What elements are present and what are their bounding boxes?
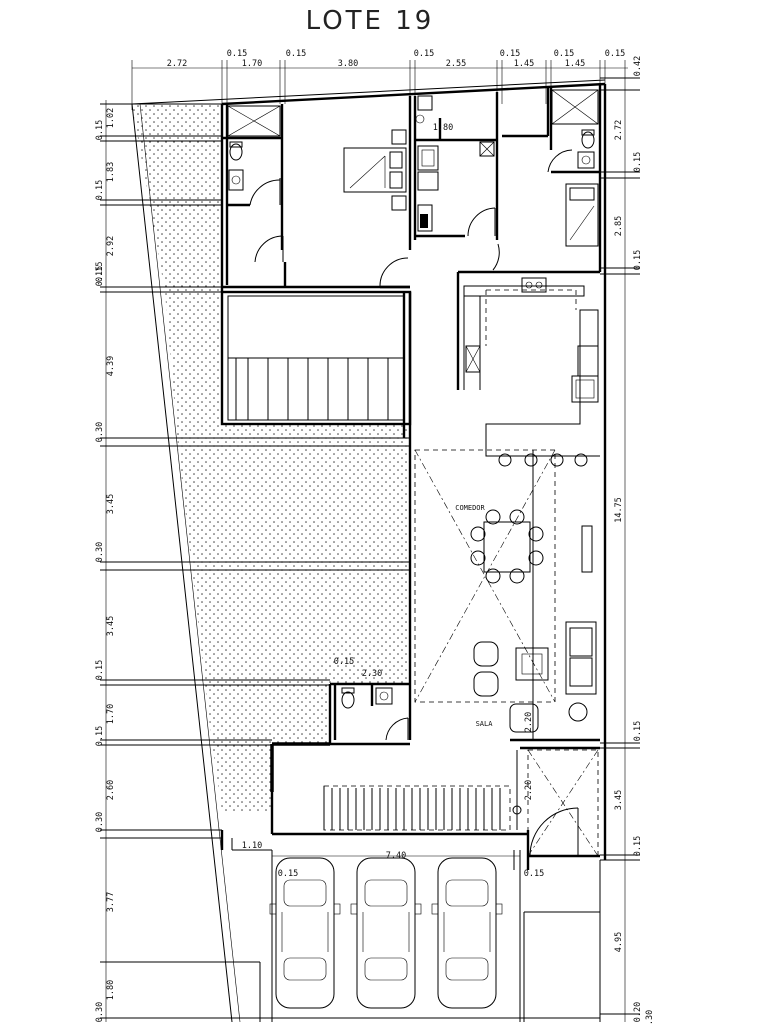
dim-inner-9: 2.20	[524, 780, 534, 800]
dim-inner-2: 0.15	[334, 657, 354, 667]
car-3	[431, 857, 503, 1009]
dim-left-20: 1.80	[106, 980, 116, 1000]
dim-inner-7: 0.15	[278, 869, 298, 879]
dim-left-5: 0.15	[95, 266, 105, 286]
dim-left-4: 1.83	[106, 162, 116, 182]
dim-top-9: 1.45	[514, 59, 534, 69]
dim-top-12: 0.15	[605, 49, 625, 59]
dim-inner-4: 2.20	[524, 712, 534, 732]
dim-top-2: 0.15	[227, 49, 247, 59]
dim-left-7: 0.15	[95, 262, 105, 282]
bed-secondary	[565, 183, 599, 247]
dim-left-10: 3.45	[106, 494, 116, 514]
garage	[118, 830, 601, 1022]
dim-right-5: 0.15	[633, 250, 643, 270]
dim-left-12: 3.45	[106, 616, 116, 636]
dim-left-1: 0.15	[95, 120, 105, 140]
dim-left-19: 0.30	[95, 1002, 105, 1022]
dim-left-18: 3.77	[106, 892, 116, 912]
dim-right-4: 2.85	[614, 216, 624, 236]
shower-right	[551, 89, 599, 125]
dimension-top	[131, 60, 628, 110]
dim-right-11: 0.20	[633, 1002, 643, 1022]
dim-right-7: 0.15	[633, 721, 643, 741]
dim-left-17: 0.30	[95, 812, 105, 832]
dim-top-11: 1.45	[565, 59, 585, 69]
dim-top-10: 0.15	[554, 49, 574, 59]
shower-left	[227, 105, 281, 137]
dim-top-4: 0.15	[286, 49, 306, 59]
dim-left-8: 4.39	[106, 356, 116, 376]
living-dining	[414, 449, 600, 742]
dim-right-10: 4.95	[614, 932, 624, 952]
dim-left-6: 2.92	[106, 236, 116, 256]
dimension-right	[600, 60, 640, 1022]
plan-title: LOTE 19	[306, 6, 435, 36]
dim-top-1: 2.72	[167, 59, 187, 69]
dim-left-14: 1.70	[106, 704, 116, 724]
dim-right-2: 2.72	[614, 120, 624, 140]
dim-left-3: 0.15	[95, 180, 105, 200]
dim-right-3: 0.15	[633, 152, 643, 172]
room-label-sala: SALA	[476, 720, 494, 728]
room-label-comedor: COMEDOR	[455, 504, 485, 512]
dim-left-16: 2.60	[106, 780, 116, 800]
dim-left-15: 0.15	[95, 726, 105, 746]
dim-left-13: 0.15	[95, 660, 105, 680]
dim-right-6: 14.75	[614, 497, 624, 523]
dim-top-3: 1.70	[242, 59, 262, 69]
dim-left-9: 0.30	[95, 422, 105, 442]
dim-top-7: 2.55	[446, 59, 466, 69]
kitchen	[456, 272, 600, 467]
dim-top-5: 3.80	[338, 59, 358, 69]
door-swings-upper	[249, 149, 573, 288]
closet-fixtures	[417, 141, 495, 232]
stair-lower	[270, 742, 600, 870]
garden-area	[132, 104, 410, 812]
dim-inner-8: 0.15	[524, 869, 544, 879]
dim-inner-6: 7.40	[386, 851, 406, 861]
car-1	[269, 857, 341, 1009]
dim-left-11: 0.30	[95, 542, 105, 562]
stair-upper	[220, 290, 412, 740]
dim-inner-3: 2.30	[362, 669, 382, 679]
bed-master	[343, 129, 407, 211]
dim-right-9: 0.15	[633, 836, 643, 856]
dim-top-6: 0.15	[414, 49, 434, 59]
upper-walls	[220, 82, 607, 860]
dim-inner-5: 1.10	[242, 841, 262, 851]
dim-right-8: 3.45	[614, 790, 624, 810]
dim-inner-1: 1.80	[433, 123, 453, 133]
powder-room	[328, 682, 410, 744]
car-2	[350, 857, 422, 1009]
bath-fixtures	[228, 95, 595, 191]
dim-left-2: 1.02	[106, 108, 116, 128]
dim-top-8: 0.15	[500, 49, 520, 59]
dim-right-1: 0.42	[633, 56, 643, 76]
dim-right-12: 0.30	[645, 1010, 655, 1024]
